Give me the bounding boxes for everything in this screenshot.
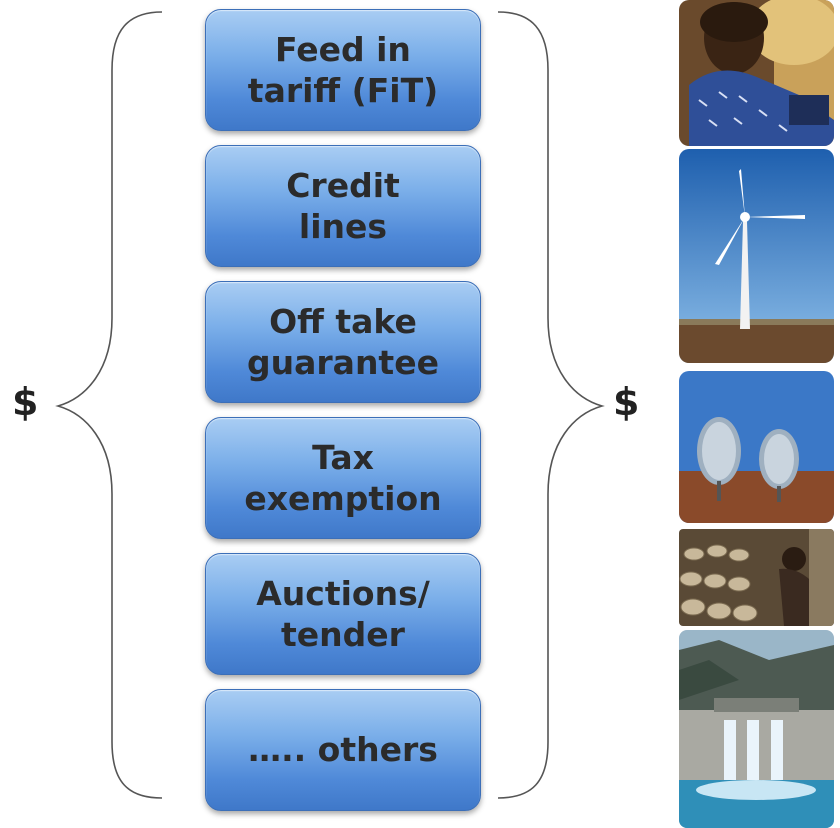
mechanism-label: Off take guarantee: [247, 301, 439, 382]
left-brace: [55, 11, 163, 799]
mechanism-label: Credit lines: [286, 165, 400, 246]
dollar-sign-right: $: [613, 380, 640, 424]
mechanism-label: ….. others: [248, 730, 438, 770]
wind-turbine-icon: [679, 149, 834, 363]
mechanism-tax-exemption: Tax exemption: [205, 417, 481, 539]
right-brace: [497, 11, 605, 799]
hydropower-dam-icon: [679, 630, 834, 828]
mechanism-others: ….. others: [205, 689, 481, 811]
mechanism-off-take-guarantee: Off take guarantee: [205, 281, 481, 403]
mechanism-label: Auctions/ tender: [256, 573, 430, 654]
woman-with-solar-lantern-icon: [679, 0, 834, 146]
mechanism-feed-in-tariff: Feed in tariff (FiT): [205, 9, 481, 131]
solar-dish-icon: [679, 371, 834, 523]
mechanism-credit-lines: Credit lines: [205, 145, 481, 267]
mechanism-label: Feed in tariff (FiT): [247, 29, 439, 110]
mechanism-auctions-tender: Auctions/ tender: [205, 553, 481, 675]
dollar-sign-left: $: [12, 380, 39, 424]
biomass-cookstove-icon: [679, 529, 834, 626]
mechanism-label: Tax exemption: [244, 437, 442, 518]
